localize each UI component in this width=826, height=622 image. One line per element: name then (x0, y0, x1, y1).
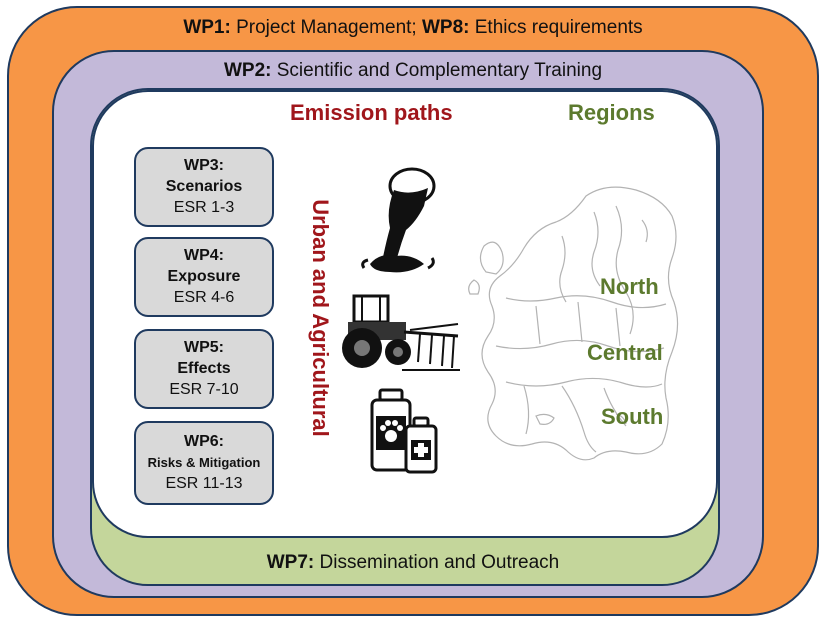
regions-heading: Regions (568, 100, 655, 125)
wp-name: Exposure (167, 268, 241, 285)
region-south: South (601, 404, 664, 429)
wp4-box: WP4: Exposure ESR 4-6 (134, 237, 274, 317)
wp1-id: WP1: (183, 17, 231, 38)
wp2-id: WP2: (223, 60, 272, 81)
region-central: Central (587, 340, 663, 365)
wp8-text: Ethics requirements (469, 17, 643, 38)
wp1-text: Project Management; (230, 17, 422, 38)
wp2-label: WP2: Scientific and Complementary Traini… (0, 60, 826, 82)
wp-id: WP4: (184, 247, 224, 264)
wp-esr: ESR 1-3 (173, 199, 235, 216)
wp1-wp8-label: WP1: Project Management; WP8: Ethics req… (0, 17, 826, 39)
wp-esr: ESR 4-6 (173, 289, 235, 306)
emission-paths-heading: Emission paths (290, 100, 453, 125)
work-package-list: WP3: Scenarios ESR 1-3 WP4: Exposure ESR… (134, 147, 274, 507)
wp-name: Effects (177, 360, 231, 377)
wp8-id: WP8: (421, 17, 470, 38)
wp-esr: ESR 11-13 (165, 475, 243, 492)
wp6-box: WP6: Risks & Mitigation ESR 11-13 (134, 421, 274, 505)
europe-map (468, 186, 679, 461)
urban-agricultural-text: Urban and Agricultural (308, 199, 333, 437)
sewer-outflow-icon (361, 167, 436, 273)
urban-agricultural-label: Urban and Agricultural (300, 188, 340, 448)
wp-name: Scenarios (165, 178, 243, 195)
wp-esr: ESR 7-10 (169, 381, 239, 398)
wp7-label: WP7: Dissemination and Outreach (0, 552, 826, 574)
wp-id: WP3: (184, 157, 224, 174)
region-north: North (600, 274, 659, 299)
wp7-id: WP7: (266, 552, 315, 573)
wp5-box: WP5: Effects ESR 7-10 (134, 329, 274, 409)
wp-id: WP6: (184, 433, 224, 450)
tractor-sprayer-icon (342, 294, 460, 371)
wp2-text: Scientific and Complementary Training (271, 60, 603, 81)
wp-id: WP5: (184, 339, 224, 356)
wp7-text: Dissemination and Outreach (314, 552, 560, 573)
medicine-bottles-icon (370, 388, 438, 474)
wp3-box: WP3: Scenarios ESR 1-3 (134, 147, 274, 227)
wp-name: Risks & Mitigation (147, 455, 261, 470)
